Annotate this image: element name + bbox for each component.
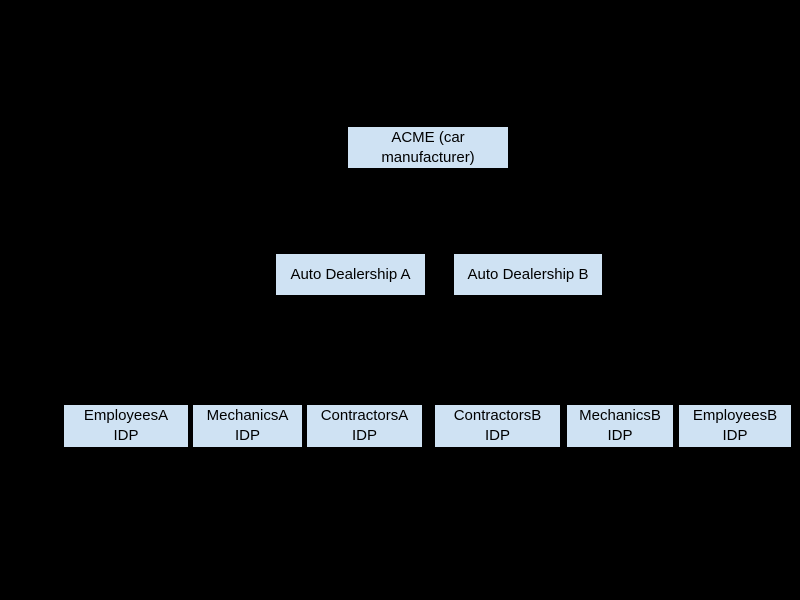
node-label-line: EmployeesA — [83, 407, 169, 424]
node-label-line: manufacturer) — [381, 148, 475, 166]
node-contractors-b-idp: ContractorsB IDP — [435, 405, 560, 447]
node-employees-a-idp: EmployeesA IDP — [64, 405, 188, 447]
node-label-line: EmployeesB — [692, 407, 778, 424]
node-label-line: ContractorsB — [453, 407, 542, 424]
node-label-line: IDP — [607, 427, 633, 444]
node-label-line: IDP — [351, 427, 377, 444]
node-employees-b-idp: EmployeesB IDP — [679, 405, 791, 447]
node-label-line: IDP — [234, 427, 260, 444]
node-auto-dealership-b: Auto Dealership B — [454, 254, 602, 295]
node-auto-dealership-a: Auto Dealership A — [276, 254, 425, 295]
node-label-line: Auto Dealership B — [467, 265, 589, 283]
node-label-line: MechanicsA — [206, 407, 289, 424]
node-acme-manufacturer: ACME (car manufacturer) — [348, 127, 508, 168]
node-label-line: MechanicsB — [579, 407, 661, 424]
node-label-line: IDP — [722, 427, 748, 444]
node-label-line: IDP — [113, 427, 139, 444]
node-label-line: ACME (car — [391, 128, 465, 146]
node-mechanics-b-idp: MechanicsB IDP — [567, 405, 673, 447]
node-mechanics-a-idp: MechanicsA IDP — [193, 405, 302, 447]
node-label-line: ContractorsA — [320, 407, 409, 424]
node-label-line: IDP — [484, 427, 510, 444]
node-label-line: Auto Dealership A — [290, 265, 411, 283]
node-contractors-a-idp: ContractorsA IDP — [307, 405, 422, 447]
